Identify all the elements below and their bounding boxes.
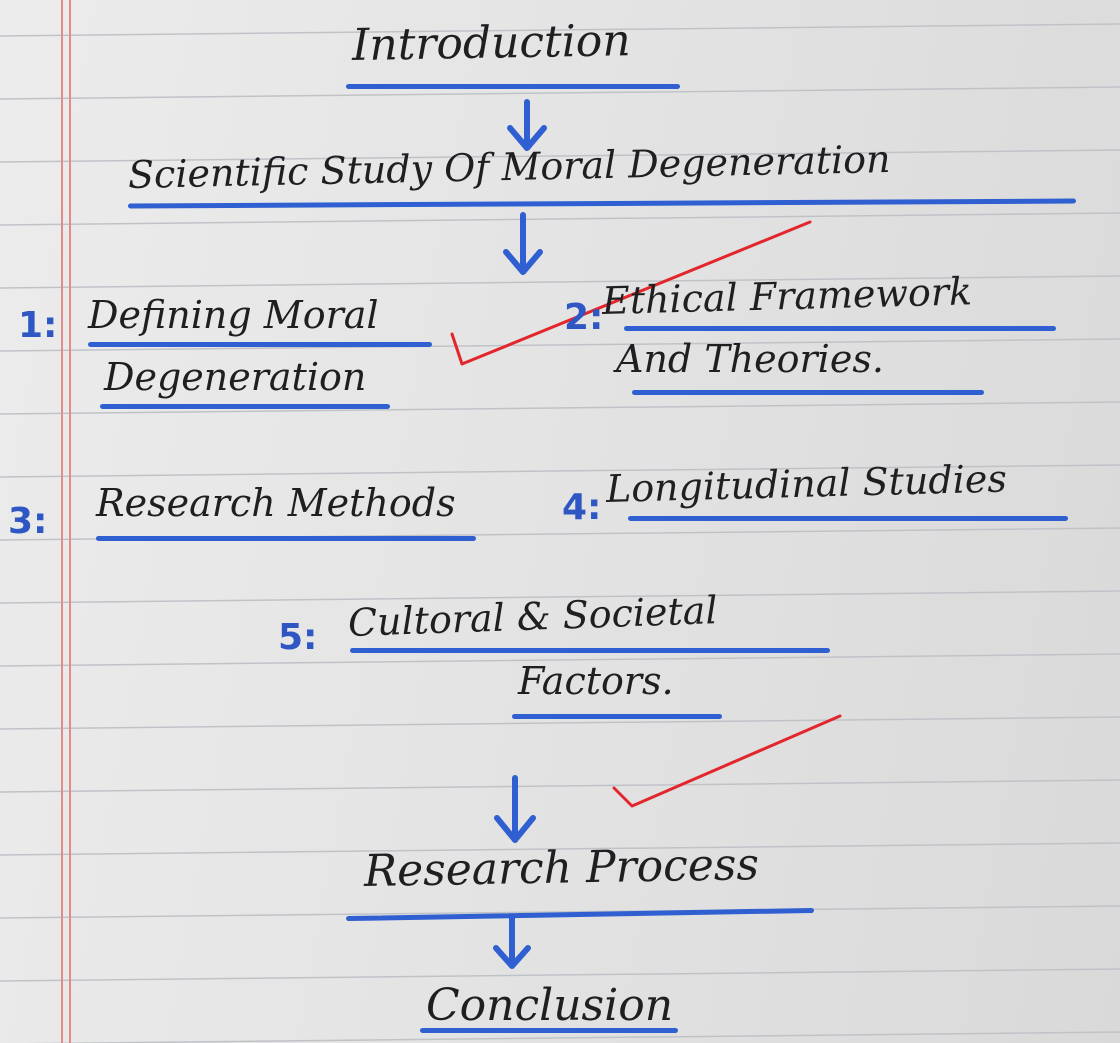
ruled-line [23, 1031, 1120, 1043]
red-check-mark [612, 714, 842, 808]
topic-ethical-line2: And Theories. [616, 337, 884, 381]
ruled-line [0, 716, 1120, 730]
node-introduction: Introduction [351, 15, 632, 71]
underline [420, 1028, 678, 1033]
arrow-down-icon [494, 775, 536, 843]
node-research-process: Research Process [363, 839, 760, 897]
arrow-down-icon [507, 99, 547, 151]
topic-number: 4: [562, 487, 602, 528]
arrow-down-icon [503, 212, 543, 275]
topic-number: 3: [8, 501, 48, 542]
underline [350, 648, 830, 653]
topic-number: 5: [278, 617, 318, 658]
ruled-line [0, 212, 1120, 226]
ruled-line [0, 842, 1120, 856]
topic-cultural-line2: Factors. [518, 659, 674, 703]
node-conclusion: Conclusion [426, 980, 674, 1031]
underline [88, 342, 432, 347]
ruled-line [0, 779, 1120, 793]
ruled-line [0, 590, 1120, 604]
ruled-line [0, 86, 1120, 100]
underline [624, 326, 1056, 331]
topic-defining-line2: Degeneration [104, 355, 367, 399]
arrow-down-icon [493, 915, 531, 969]
ruled-line [0, 23, 1120, 37]
topic-number: 1: [18, 305, 58, 346]
ruled-line [0, 338, 1120, 352]
ruled-line [0, 275, 1120, 289]
ruled-lines [0, 23, 1120, 1043]
topic-number: 2: [564, 297, 604, 338]
topic-longitudinal-studies: Longitudinal Studies [605, 456, 1008, 511]
ruled-line [0, 401, 1120, 415]
topic-research-methods: Research Methods [96, 481, 456, 525]
underline [100, 404, 390, 409]
topic-defining-line1: Defining Moral [88, 293, 379, 337]
underline [346, 84, 680, 89]
ruled-line [0, 653, 1120, 667]
ruled-line [0, 464, 1120, 478]
underline [628, 516, 1068, 521]
ruled-line [0, 149, 1120, 163]
red-check-mark [450, 220, 812, 366]
topic-ethical-line1: Ethical Framework [601, 269, 973, 323]
underline [96, 536, 476, 541]
underline [512, 714, 722, 719]
ruled-line [0, 968, 1120, 982]
underline [632, 390, 984, 395]
